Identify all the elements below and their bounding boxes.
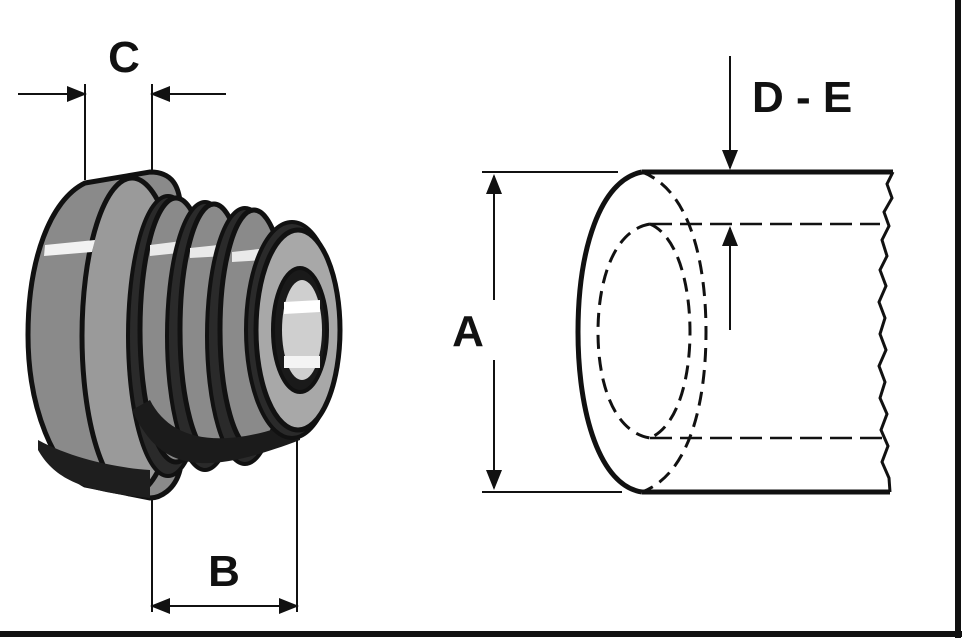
grommet-shadow	[38, 440, 150, 498]
tube-outer-hidden-arc	[641, 170, 708, 494]
dimension-a-label: A	[452, 307, 484, 356]
grommet-bore-highlight	[284, 356, 320, 368]
dimension-b: B	[150, 440, 299, 614]
tube-inner-arc-back	[649, 222, 692, 440]
grommet-highlight	[44, 240, 95, 256]
dimension-c-label: C	[108, 33, 140, 82]
tube-break-line	[877, 171, 895, 493]
grommet-drawing	[25, 169, 343, 501]
dimension-de-label: D - E	[752, 73, 852, 122]
dimension-a: A	[452, 171, 622, 493]
tube-drawing	[575, 169, 895, 495]
dimension-b-label: B	[208, 547, 240, 596]
dimension-de: D - E	[722, 56, 852, 330]
tube-front-outer-arc	[575, 169, 643, 495]
dimension-c: C	[18, 33, 226, 180]
tube-inner-arc-front	[596, 222, 651, 440]
grommet-bore-highlight	[284, 300, 320, 314]
grommet-shadow	[132, 400, 300, 464]
